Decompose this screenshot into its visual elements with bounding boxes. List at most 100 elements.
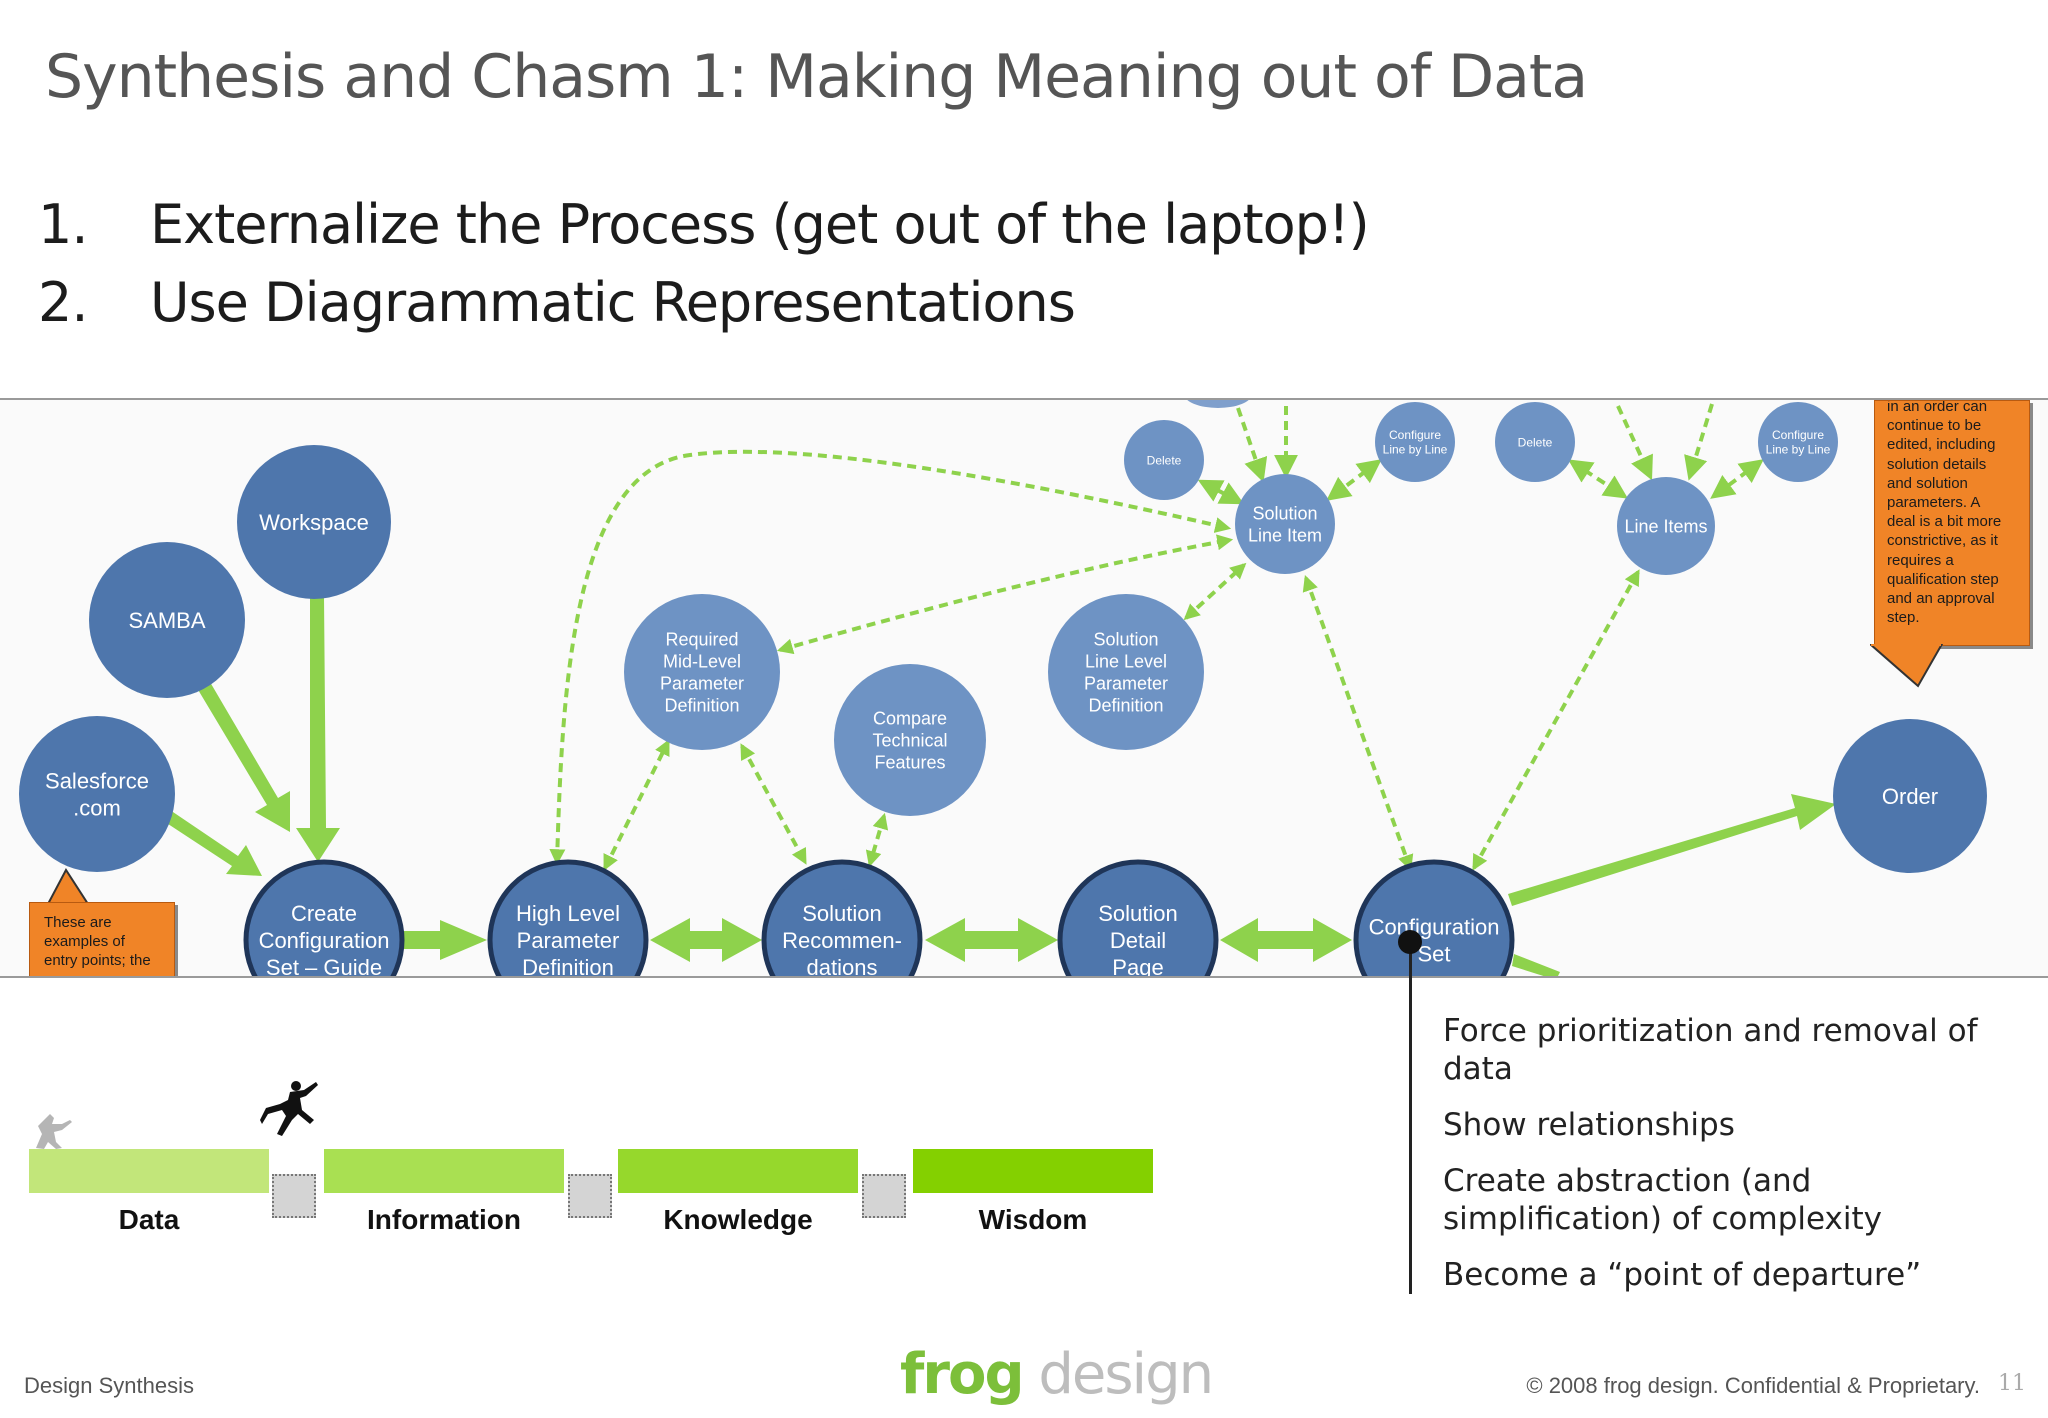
- frog-design-logo: frog design: [900, 1342, 1214, 1407]
- node-label: Workspace: [259, 510, 369, 535]
- dashed-sli-configset: [1302, 574, 1414, 872]
- arrow-configset-to-order: [1508, 794, 1836, 906]
- scale-gap: [862, 1174, 906, 1218]
- node-label: Configuration: [259, 928, 390, 953]
- node-circle: [1235, 474, 1335, 574]
- arrow-solutionrecs-detail: [925, 918, 1058, 962]
- arrow-salesforce-to-create: [162, 810, 262, 876]
- solid-arrows: [162, 596, 1836, 976]
- dashed-compare-recs: [865, 812, 889, 868]
- scale-bar-data: [29, 1149, 269, 1193]
- scale-label-knowledge: Knowledge: [663, 1204, 813, 1235]
- node-circle: [1057, 859, 1219, 976]
- arrow-workspace-to-create: [296, 596, 340, 862]
- dashed-top3-lineitems: [1616, 405, 1653, 481]
- scale-gap: [272, 1174, 316, 1218]
- node-circle: [243, 859, 405, 976]
- node-label: dations: [807, 955, 878, 976]
- node-circle: [19, 716, 175, 872]
- process-diagram-canvas: WorkspaceSAMBASalesforce.comCreateConfig…: [19, 400, 1987, 976]
- synthesis-points: Force prioritization and removal of data…: [1443, 1012, 2003, 1312]
- node-label: Line Items: [1624, 516, 1707, 536]
- node-label: Solution: [802, 901, 882, 926]
- dashed-required-recs: [740, 743, 807, 865]
- node-circle: [1495, 402, 1575, 482]
- node-label: Definition: [664, 695, 739, 715]
- node-circle: [1375, 402, 1455, 482]
- scale-bar-knowledge: [618, 1149, 858, 1193]
- node-circle: [624, 594, 780, 750]
- point-item: Become a “point of departure”: [1443, 1257, 1922, 1293]
- node-line-items: Line Items: [1617, 477, 1715, 575]
- node-circle: [1617, 477, 1715, 575]
- node-label: Delete: [1147, 453, 1182, 467]
- node-circle: [1833, 719, 1987, 873]
- node-label: Solution: [1252, 504, 1317, 524]
- node-label: Parameter: [1084, 673, 1168, 693]
- node-label: .com: [73, 795, 121, 820]
- node-label: Salesforce: [45, 769, 149, 794]
- node-label: Set: [1417, 941, 1450, 966]
- scale-bar-wisdom: [913, 1149, 1153, 1193]
- node-label: Configuration: [1369, 915, 1500, 940]
- dashed-highlevel-to-sli: [549, 449, 1232, 866]
- scale-label-wisdom: Wisdom: [978, 1204, 1088, 1235]
- node-label: SAMBA: [128, 608, 205, 633]
- arrow-samba-to-create: [197, 682, 290, 832]
- node-circle: [237, 445, 391, 599]
- node-label: Solution: [1098, 901, 1178, 926]
- scale-bar-information: [324, 1149, 564, 1193]
- dashed-lineitems-configset: [1472, 569, 1640, 871]
- node-label: Page: [1112, 955, 1163, 976]
- dashed-param-to-sli: [1183, 562, 1247, 621]
- node-label: Definition: [522, 955, 614, 976]
- node-label: Create: [291, 901, 357, 926]
- callout-entry-pointer: [46, 868, 90, 905]
- diagram-nodes: WorkspaceSAMBASalesforce.comCreateConfig…: [19, 402, 1987, 976]
- dashed-top1-sli: [1236, 407, 1268, 483]
- node-label: Features: [874, 752, 945, 772]
- point-item: Create abstraction (and simplification) …: [1443, 1163, 1882, 1237]
- node-workspace: Workspace: [237, 445, 391, 599]
- logo-design-text: design: [1038, 1342, 1214, 1407]
- arrow-configset-down: [1512, 954, 1560, 976]
- scale-gap: [568, 1174, 612, 1218]
- point-item: Force prioritization and removal of data: [1443, 1013, 1978, 1087]
- scale-label-information: Information: [367, 1204, 521, 1235]
- node-label: Order: [1882, 784, 1938, 809]
- dashed-top4-lineitems: [1684, 403, 1714, 481]
- node-circle: [1353, 859, 1515, 976]
- node-circle: [1124, 420, 1204, 500]
- node-label: Line by Line: [1383, 443, 1448, 457]
- point-item: Show relationships: [1443, 1107, 1735, 1143]
- dashed-delete2-lineitems: [1567, 459, 1629, 499]
- node-delete-1: Delete: [1124, 420, 1204, 500]
- dashed-delete1-sli: [1197, 479, 1245, 505]
- node-label: Technical: [872, 730, 947, 750]
- bullet-text: Use Diagrammatic Representations: [150, 270, 1076, 334]
- node-label: Definition: [1088, 695, 1163, 715]
- node-circle: [834, 664, 986, 816]
- node-circle: [1048, 594, 1204, 750]
- scale-label-data: Data: [118, 1204, 180, 1235]
- node-label: Parameter: [517, 928, 620, 953]
- jumping-figure-icon: [260, 1081, 318, 1136]
- node-samba: SAMBA: [89, 542, 245, 698]
- node-label: Configure: [1772, 428, 1824, 442]
- node-label: Configure: [1389, 428, 1441, 442]
- dashed-highlevel-required: [603, 739, 670, 871]
- crouching-figure-icon: [36, 1114, 72, 1149]
- node-label: Detail: [1110, 928, 1166, 953]
